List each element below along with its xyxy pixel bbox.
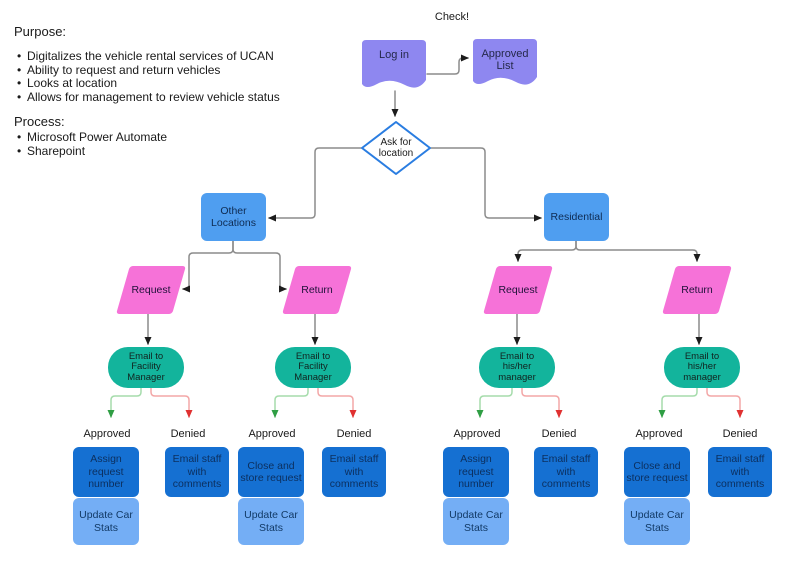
request-label: Request — [498, 284, 538, 296]
process-bullet: Sharepoint — [16, 144, 167, 159]
update-car-stats-node: Update Car Stats — [73, 498, 139, 545]
denied-label: Denied — [541, 428, 577, 440]
document-icon — [362, 40, 426, 88]
return-label: Return — [681, 284, 713, 296]
close-store-request-node: Close and store request — [624, 447, 690, 497]
request-node: Request — [481, 266, 555, 314]
residential-node: Residential — [544, 193, 609, 241]
action-label: Email staff with comments — [329, 453, 379, 491]
purpose-bullet: Digitalizes the vehicle rental services … — [16, 49, 280, 64]
action-label: Assign request number — [88, 453, 124, 491]
purpose-list: Digitalizes the vehicle rental services … — [16, 49, 280, 105]
purpose-title: Purpose: — [14, 24, 67, 39]
action-label: Close and store request — [240, 459, 302, 485]
action-label: Update Car Stats — [630, 509, 684, 534]
action-label: Close and store request — [626, 459, 688, 485]
check-edge-label: Check! — [434, 11, 470, 23]
request-label: Request — [131, 284, 171, 296]
denied-connectors — [150, 386, 744, 418]
approved-label: Approved — [453, 428, 501, 440]
process-title: Process: — [14, 114, 65, 129]
update-car-stats-node: Update Car Stats — [443, 498, 509, 545]
document-icon — [473, 39, 537, 85]
gray-connectors — [144, 54, 703, 345]
email-node-label: Email to Facility Manager — [127, 350, 165, 383]
approved-list-document-shape: Approved List — [472, 37, 538, 92]
email-facility-manager-node: Email to Facility Manager — [275, 347, 351, 388]
return-node: Return — [280, 266, 354, 314]
purpose-bullet: Allows for management to review vehicle … — [16, 90, 280, 105]
login-label: Log in — [379, 49, 409, 61]
close-store-request-node: Close and store request — [238, 447, 304, 497]
assign-request-number-node: Assign request number — [443, 447, 509, 497]
purpose-bullet: Looks at location — [16, 76, 280, 91]
email-his-her-manager-node: Email to his/her manager — [664, 347, 740, 388]
purpose-bullet: Ability to request and return vehicles — [16, 63, 280, 78]
action-label: Email staff with comments — [715, 453, 765, 491]
email-staff-comments-node: Email staff with comments — [708, 447, 772, 497]
return-label: Return — [301, 284, 333, 296]
approved-label: Approved — [83, 428, 131, 440]
decision-diamond-icon — [361, 121, 431, 175]
other-locations-node: Other Locations — [201, 193, 266, 241]
email-staff-comments-node: Email staff with comments — [534, 447, 598, 497]
process-bullet: Microsoft Power Automate — [16, 130, 167, 145]
email-node-label: Email to his/her manager — [683, 350, 721, 383]
return-node: Return — [660, 266, 734, 314]
action-label: Email staff with comments — [172, 453, 222, 491]
ask-location-decision: Ask for location — [360, 120, 432, 176]
denied-label: Denied — [722, 428, 758, 440]
decision-label: Ask for location — [378, 137, 414, 159]
action-label: Assign request number — [458, 453, 494, 491]
other-locations-label: Other Locations — [211, 204, 256, 230]
action-label: Update Car Stats — [79, 509, 133, 534]
email-node-label: Email to Facility Manager — [294, 350, 332, 383]
process-list: Microsoft Power Automate Sharepoint — [16, 130, 167, 159]
update-car-stats-node: Update Car Stats — [624, 498, 690, 545]
action-label: Update Car Stats — [449, 509, 503, 534]
email-node-label: Email to his/her manager — [498, 350, 536, 383]
action-label: Update Car Stats — [244, 509, 298, 534]
update-car-stats-node: Update Car Stats — [238, 498, 304, 545]
approved-label: Approved — [635, 428, 683, 440]
approved-connectors — [107, 386, 698, 418]
approved-label: Approved — [248, 428, 296, 440]
denied-label: Denied — [170, 428, 206, 440]
assign-request-number-node: Assign request number — [73, 447, 139, 497]
login-document-shape: Log in — [361, 38, 427, 95]
action-label: Email staff with comments — [541, 453, 591, 491]
residential-label: Residential — [550, 210, 603, 223]
approved-list-label: Approved List — [481, 48, 529, 72]
email-staff-comments-node: Email staff with comments — [322, 447, 386, 497]
email-facility-manager-node: Email to Facility Manager — [108, 347, 184, 388]
denied-label: Denied — [336, 428, 372, 440]
email-his-her-manager-node: Email to his/her manager — [479, 347, 555, 388]
request-node: Request — [114, 266, 188, 314]
email-staff-comments-node: Email staff with comments — [165, 447, 229, 497]
